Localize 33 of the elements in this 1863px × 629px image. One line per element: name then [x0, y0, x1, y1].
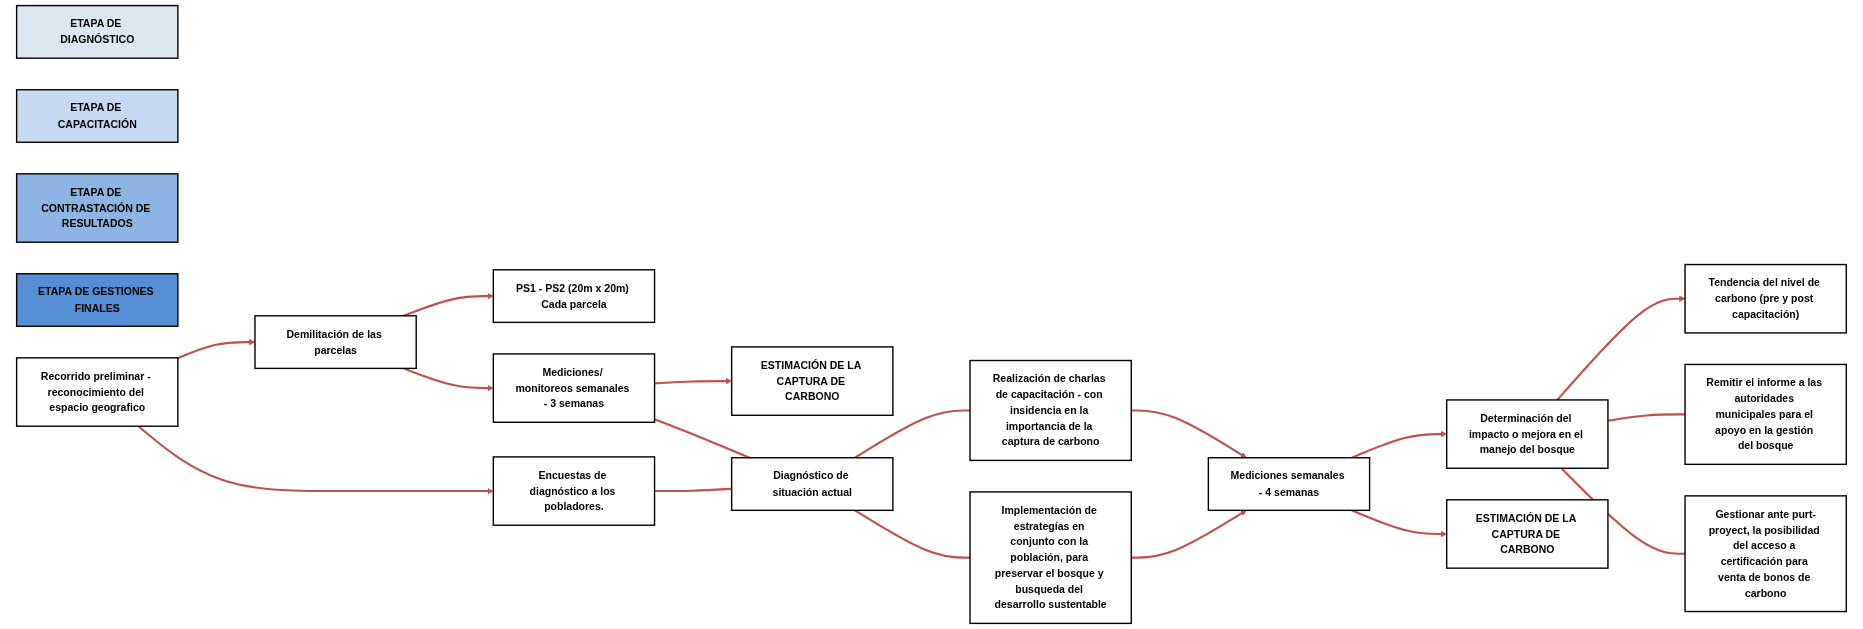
arrow [403, 367, 494, 392]
node-box: ESTIMACIÓN DE LA CAPTURA DE CARBONO [1446, 499, 1609, 569]
node-box: Realización de charlas de capacitación - con insidencia en la importancia de la captura de carbono [969, 359, 1132, 462]
node-box: ETAPA DE GESTIONES FINALES [16, 273, 179, 327]
connector [854, 409, 971, 459]
arrow [1556, 295, 1686, 401]
node-box: ESTIMACIÓN DE LA CAPTURA DE CARBONO [731, 346, 894, 416]
node-box: Determinación del impacto o mejora en el manejo del bosque [1446, 399, 1609, 469]
node-box: Encuestas de diagnóstico a los pobladores. [492, 456, 656, 526]
arrow [403, 293, 494, 317]
connector [1560, 467, 1686, 555]
node-box: Implementación de estrategías en conjunto con la población, para preservar el bosque y busqueda del desarrollo sustentable [969, 491, 1132, 625]
arrow [654, 378, 732, 385]
node-box: Mediciones semanales - 4 semanas [1207, 457, 1371, 512]
node-box: ETAPA DE CONTRASTACIÓN DE RESULTADOS [16, 173, 179, 243]
node-box: Recorrido preliminar - reconocimiento del espacio geografico [16, 357, 179, 427]
connector [854, 509, 971, 559]
node-box: ETAPA DE DIAGNÓSTICO [16, 4, 179, 59]
connector [654, 487, 732, 493]
node-box: Tendencia del nivel de carbono (pre y post capacitación) [1684, 263, 1847, 334]
node-box: ETAPA DE CAPACITACIÓN [16, 89, 179, 143]
node-box: PS1 - PS2 (20m x 20m) Cada parcela [492, 269, 656, 324]
node-box: Diagnóstico de situación actual [731, 457, 894, 512]
connector [1607, 413, 1686, 422]
node-box: Demilitación de las parcelas [254, 315, 417, 370]
node-box: Remitir el informe a las autoridades municipales para el apoyo en la gestión del bosque [1684, 363, 1847, 466]
arrow [1131, 510, 1247, 559]
arrow [177, 339, 256, 360]
connector [654, 418, 750, 459]
node-box: Mediciones/ monitoreos semanales - 3 semanas [492, 353, 656, 423]
arrow [137, 425, 494, 495]
node-box: Gestionar ante purt-proyect, la posibilidad del acceso a certificación para venta de bonos de carbono [1684, 495, 1847, 613]
arrow [1131, 409, 1247, 459]
